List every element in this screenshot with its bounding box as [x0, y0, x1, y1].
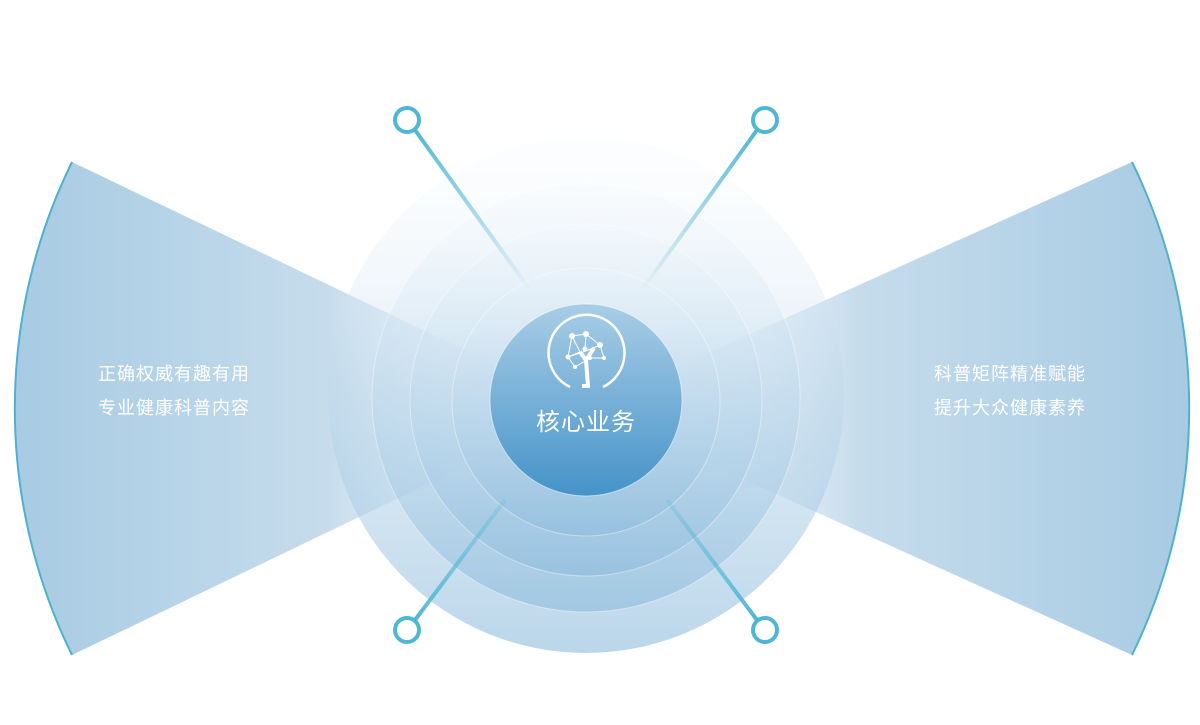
- right-fan-edge: [1131, 161, 1191, 656]
- center-title: 核心业务: [536, 408, 636, 436]
- connector-top-left: [413, 128, 532, 292]
- node-bottom-right: [751, 616, 779, 644]
- connector-top-right: [640, 128, 759, 292]
- left-line-2: 专业健康科普内容: [98, 398, 250, 419]
- connector-bottom-left: [413, 498, 507, 622]
- node-bottom-left: [393, 616, 421, 644]
- right-fan: [586, 162, 1190, 655]
- left-panel-text: 正确权威有趣有用 专业健康科普内容: [98, 358, 250, 426]
- right-line-1: 科普矩阵精准赋能: [934, 364, 1086, 385]
- node-top-right: [751, 106, 779, 134]
- right-line-2: 提升大众健康素养: [934, 398, 1086, 419]
- connector-bottom-right: [665, 498, 759, 622]
- left-fan: [14, 162, 587, 655]
- node-top-left: [393, 106, 421, 134]
- tree-network-icon: [547, 313, 626, 389]
- right-panel-text: 科普矩阵精准赋能 提升大众健康素养: [934, 358, 1086, 426]
- left-line-1: 正确权威有趣有用: [98, 364, 250, 385]
- core-circle: [489, 303, 683, 497]
- left-fan-edge: [13, 161, 73, 656]
